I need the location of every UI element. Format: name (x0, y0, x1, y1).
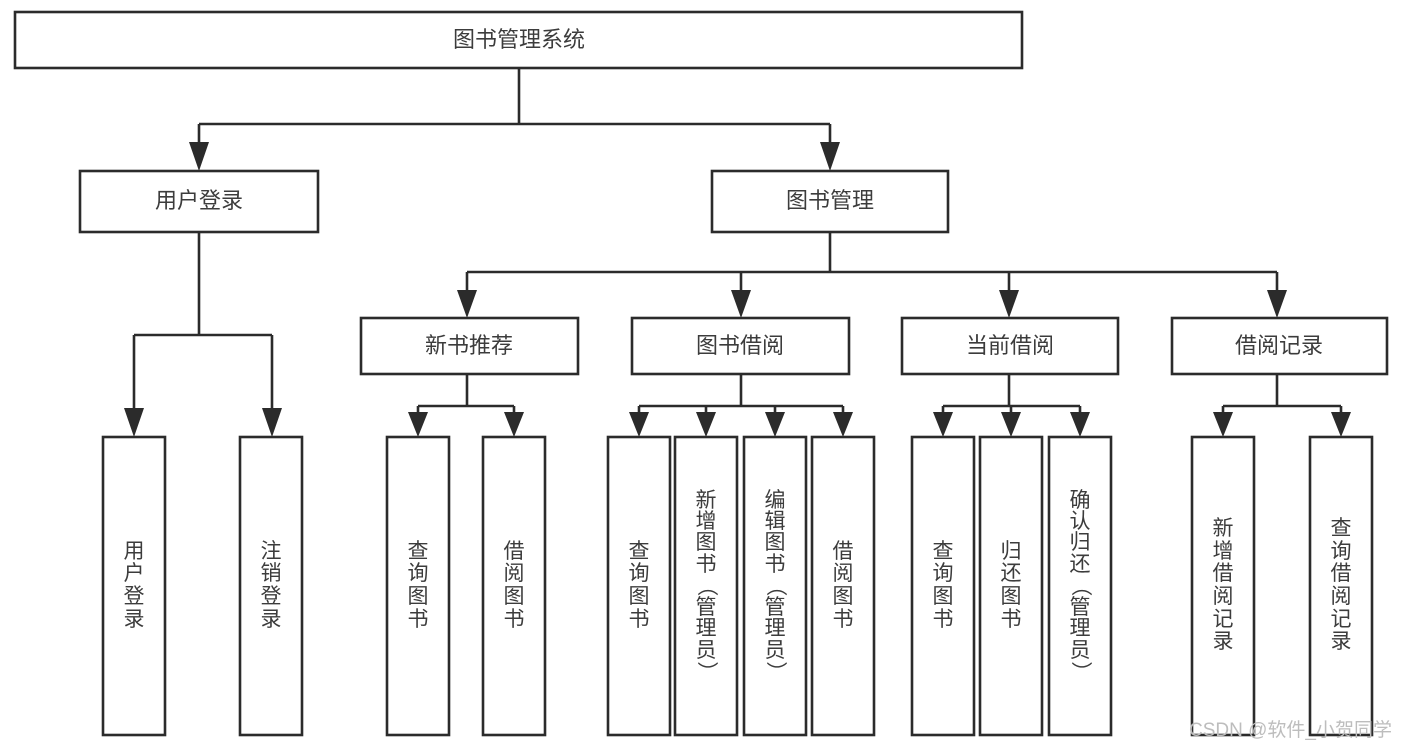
connector-group-user-login (124, 232, 282, 437)
arrow-head-new-book-rec (457, 290, 477, 318)
connector-group-book-borrow (629, 374, 853, 437)
arrow-head-current-borrow (999, 290, 1019, 318)
node-box-user-login[interactable] (78, 169, 320, 234)
connector-group-current-borrow (933, 374, 1090, 437)
node-box-leaf-user-login[interactable] (101, 435, 167, 737)
node-box-book-borrow[interactable] (630, 316, 851, 376)
node-box-borrow-record[interactable] (1170, 316, 1389, 376)
node-box-leaf-return-book[interactable] (978, 435, 1044, 737)
node-box-leaf-add-book[interactable] (673, 435, 739, 737)
node-label-book-borrow: 图书借阅 (696, 333, 784, 358)
node-label-new-book-rec: 新书推荐 (425, 333, 513, 358)
arrow-head-leaf-add-record (1213, 412, 1233, 437)
node-box-leaf-edit-book[interactable] (742, 435, 808, 737)
node-label-book-manage: 图书管理 (786, 188, 874, 213)
arrow-head-leaf-borrow-book-2 (833, 412, 853, 437)
node-box-leaf-query-book-3[interactable] (910, 435, 976, 737)
arrow-head-leaf-query-book-3 (933, 412, 953, 437)
node-box-leaf-query-book-2[interactable] (606, 435, 672, 737)
node-box-leaf-add-record[interactable] (1190, 435, 1256, 737)
node-label-borrow-record: 借阅记录 (1235, 333, 1323, 358)
node-box-leaf-confirm-return[interactable] (1047, 435, 1113, 737)
connector-group-book-manage (457, 232, 1287, 318)
node-box-current-borrow[interactable] (900, 316, 1120, 376)
arrow-head-leaf-edit-book (765, 412, 785, 437)
arrow-head-user-login (189, 142, 209, 171)
connector-group-borrow-record (1213, 374, 1351, 437)
arrow-head-leaf-query-book-2 (629, 412, 649, 437)
node-box-leaf-query-record[interactable] (1308, 435, 1374, 737)
node-label-current-borrow: 当前借阅 (966, 333, 1054, 358)
node-label-user-login: 用户登录 (155, 188, 243, 213)
node-box-new-book-rec[interactable] (359, 316, 580, 376)
node-box-leaf-logout[interactable] (238, 435, 304, 737)
arrow-head-leaf-add-book (696, 412, 716, 437)
arrow-head-leaf-return-book (1001, 412, 1021, 437)
arrow-head-borrow-record (1267, 290, 1287, 318)
arrow-head-leaf-confirm-return (1070, 412, 1090, 437)
arrow-head-leaf-borrow-book-1 (504, 412, 524, 437)
node-box-leaf-query-book-1[interactable] (385, 435, 451, 737)
arrow-head-leaf-logout (262, 408, 282, 437)
node-box-root[interactable] (13, 10, 1024, 70)
connector-group-root (189, 68, 840, 171)
watermark-label: CSDN @软件_小贺同学 (1189, 719, 1392, 741)
arrow-head-book-manage (820, 142, 840, 171)
node-box-leaf-borrow-book-2[interactable] (810, 435, 876, 737)
node-box-leaf-borrow-book-1[interactable] (481, 435, 547, 737)
node-box-book-manage[interactable] (710, 169, 950, 234)
arrow-head-leaf-user-login (124, 408, 144, 437)
arrow-head-leaf-query-book-1 (408, 412, 428, 437)
arrow-head-leaf-query-record (1331, 412, 1351, 437)
node-label-root: 图书管理系统 (453, 27, 585, 52)
connector-group-new-book-rec (408, 374, 524, 437)
arrow-head-book-borrow (731, 290, 751, 318)
